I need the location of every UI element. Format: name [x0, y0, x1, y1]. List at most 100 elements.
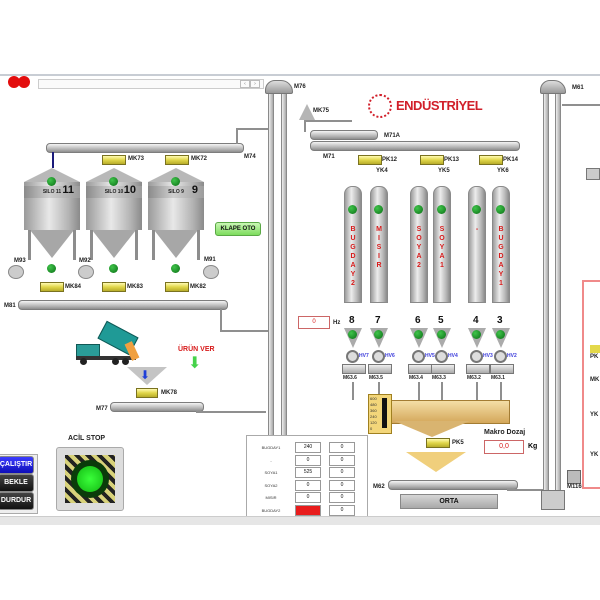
actual-value: 0	[329, 479, 355, 491]
label-m71a: M71A	[384, 133, 401, 139]
label-yk5: YK5	[438, 168, 450, 174]
label-pk12: PK12	[382, 157, 398, 163]
label-yk-right-2: YK	[590, 452, 599, 458]
valve-pk12[interactable]	[358, 155, 382, 165]
urun-ver-button[interactable]: ⬇	[188, 355, 202, 372]
row-label: BUGDAY1	[261, 445, 281, 450]
label-hv3: HV3	[483, 353, 493, 359]
status-indicator	[171, 177, 180, 186]
bottom-scrollbar[interactable]	[0, 516, 600, 525]
bin-number: 6	[415, 315, 421, 326]
target-value[interactable]: 0	[295, 504, 321, 516]
start-button[interactable]: ÇALIŞTIR	[0, 456, 34, 474]
valve-hv7[interactable]	[346, 350, 359, 363]
elevator-head-m76	[265, 80, 293, 94]
valve-mk84[interactable]	[40, 282, 64, 292]
scroll-left-button[interactable]: ‹	[240, 80, 250, 88]
valve-mk73[interactable]	[102, 155, 126, 165]
alarm-outline	[582, 280, 600, 489]
valve-hv4[interactable]	[435, 350, 448, 363]
pipe	[352, 382, 354, 400]
status-light-2	[18, 76, 30, 88]
label-mk75: MK75	[313, 108, 330, 114]
scroll-right-button[interactable]: ›	[250, 80, 260, 88]
screw-feeder[interactable]	[466, 364, 490, 374]
label-m92: M92	[79, 258, 91, 264]
right-valve	[590, 345, 600, 353]
status-indicator	[348, 330, 357, 339]
valve-pk14[interactable]	[479, 155, 503, 165]
target-value[interactable]: 0	[295, 454, 321, 466]
klape-oto-button[interactable]: KLAPE OTO	[215, 222, 261, 236]
bin-name: -	[475, 226, 479, 233]
status-indicator	[414, 205, 423, 214]
makro-dozaj-label: Makro Dozaj	[484, 429, 526, 436]
row-label: SOYA1	[264, 470, 278, 475]
target-value[interactable]: 0	[295, 479, 321, 491]
screw-feeder[interactable]	[408, 364, 432, 374]
label-hv2: HV2	[507, 353, 517, 359]
status-indicator	[374, 330, 383, 339]
target-value[interactable]: 0	[295, 492, 321, 503]
emergency-stop-light	[77, 466, 103, 492]
screw-feeder[interactable]	[342, 364, 366, 374]
valve-mk78[interactable]	[136, 388, 158, 398]
motor-m92-icon[interactable]	[78, 265, 94, 279]
label-hv6: HV6	[385, 353, 395, 359]
emergency-stop-button[interactable]	[56, 447, 124, 511]
valve-hv5[interactable]	[412, 350, 425, 363]
motor-m116-icon[interactable]	[567, 470, 581, 484]
hz-unit: Hz	[333, 320, 341, 326]
stop-button[interactable]: DURDUR	[0, 492, 34, 510]
valve-mk72[interactable]	[165, 155, 189, 165]
valve-hv2[interactable]	[494, 350, 507, 363]
target-value[interactable]: 525	[295, 467, 321, 478]
label-mk83: MK83	[127, 284, 144, 290]
valve-mk82[interactable]	[165, 282, 189, 292]
acil-stop-label: ACİL STOP	[68, 435, 106, 442]
right-motor-icon[interactable]	[586, 168, 600, 180]
message-bar[interactable]	[38, 79, 264, 89]
valve-hv6[interactable]	[372, 350, 385, 363]
bin-number: 4	[473, 315, 479, 326]
label-yk6: YK6	[497, 168, 509, 174]
label-hv7: HV7	[359, 353, 369, 359]
silo-feed-pipe	[52, 152, 54, 168]
motor-m91-icon[interactable]	[203, 265, 219, 279]
target-value[interactable]: 240	[295, 442, 321, 453]
status-indicator	[109, 177, 118, 186]
status-indicator	[374, 205, 383, 214]
valve-hv3[interactable]	[470, 350, 483, 363]
scale-tick-label: 0	[370, 426, 373, 431]
orta-button[interactable]: ORTA	[400, 494, 498, 509]
label-screw: M63.2	[467, 375, 481, 381]
valve-pk13[interactable]	[420, 155, 444, 165]
row-label: SOYA2	[264, 482, 278, 488]
valve-mk83[interactable]	[102, 282, 126, 292]
screw-feeder[interactable]	[431, 364, 455, 374]
label-pk-right: PK	[590, 354, 599, 360]
screw-feeder[interactable]	[368, 364, 392, 374]
motor-m93-icon[interactable]	[8, 265, 24, 279]
conveyor-m71a	[310, 130, 378, 140]
status-indicator	[47, 177, 56, 186]
status-indicator	[109, 264, 118, 273]
bin-number: 7	[375, 315, 381, 326]
label-m76: M76	[294, 84, 306, 90]
urun-ver-label: ÜRÜN VER	[178, 346, 215, 353]
screw-feeder[interactable]	[490, 364, 514, 374]
hz-field[interactable]: 0	[298, 316, 330, 329]
label-pk5: PK5	[452, 440, 464, 446]
label-screw: M63.6	[343, 375, 357, 381]
pause-button[interactable]: BEKLE	[0, 474, 34, 492]
valve-pk5[interactable]	[426, 438, 450, 448]
